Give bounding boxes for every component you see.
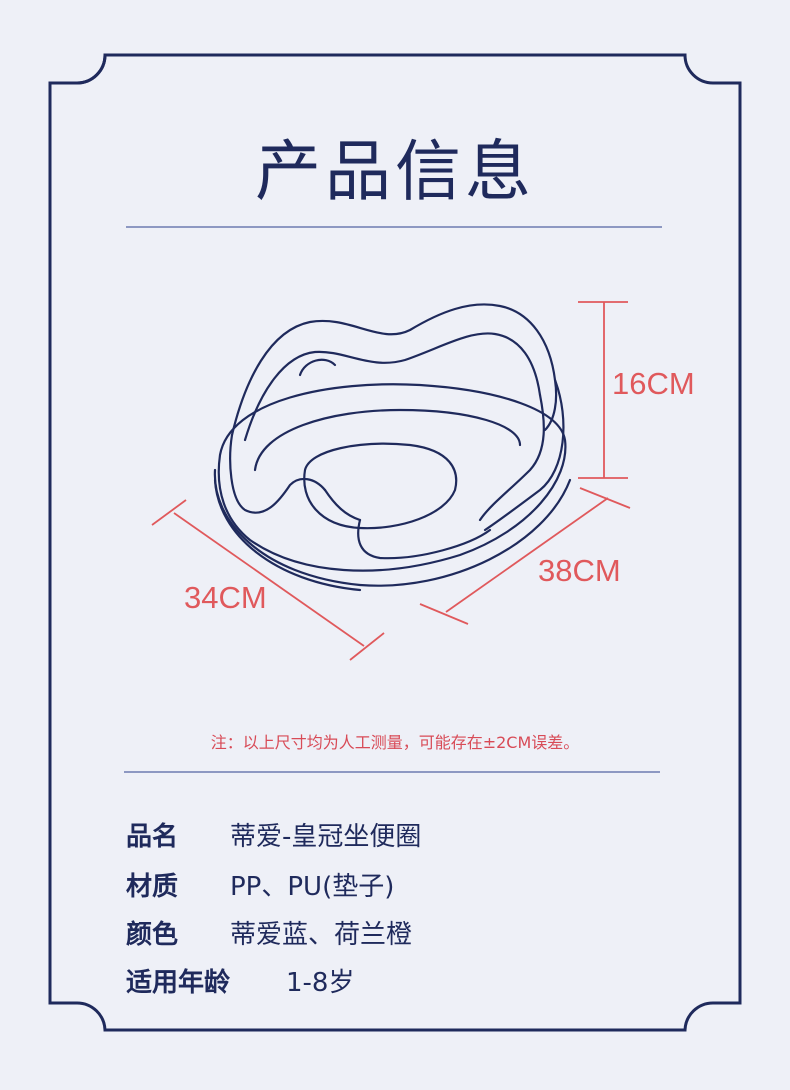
seat-ring bbox=[217, 383, 567, 572]
spec-label: 材质 bbox=[126, 872, 179, 902]
dimension-length: 38CM bbox=[538, 553, 621, 588]
spec-label: 颜色 bbox=[126, 920, 179, 950]
title-divider bbox=[126, 226, 662, 228]
spec-label: 适用年龄 bbox=[126, 968, 231, 998]
note-divider bbox=[124, 771, 660, 773]
page-title: 产品信息 bbox=[255, 133, 535, 210]
spec-label: 品名 bbox=[126, 822, 179, 852]
dimension-width: 34CM bbox=[184, 580, 267, 615]
spec-value: 蒂爱-皇冠坐便圈 bbox=[230, 822, 422, 852]
spec-value: 蒂爱蓝、荷兰橙 bbox=[230, 920, 413, 950]
spec-value: 1-8岁 bbox=[286, 968, 355, 998]
measurement-note: 注：以上尺寸均为人工测量，可能存在±2CM误差。 bbox=[210, 733, 580, 752]
seat-hole bbox=[303, 442, 458, 530]
seat-base bbox=[213, 468, 572, 587]
spec-value: PP、PU(垫子) bbox=[230, 872, 395, 902]
dimension-height: 16CM bbox=[612, 366, 695, 401]
